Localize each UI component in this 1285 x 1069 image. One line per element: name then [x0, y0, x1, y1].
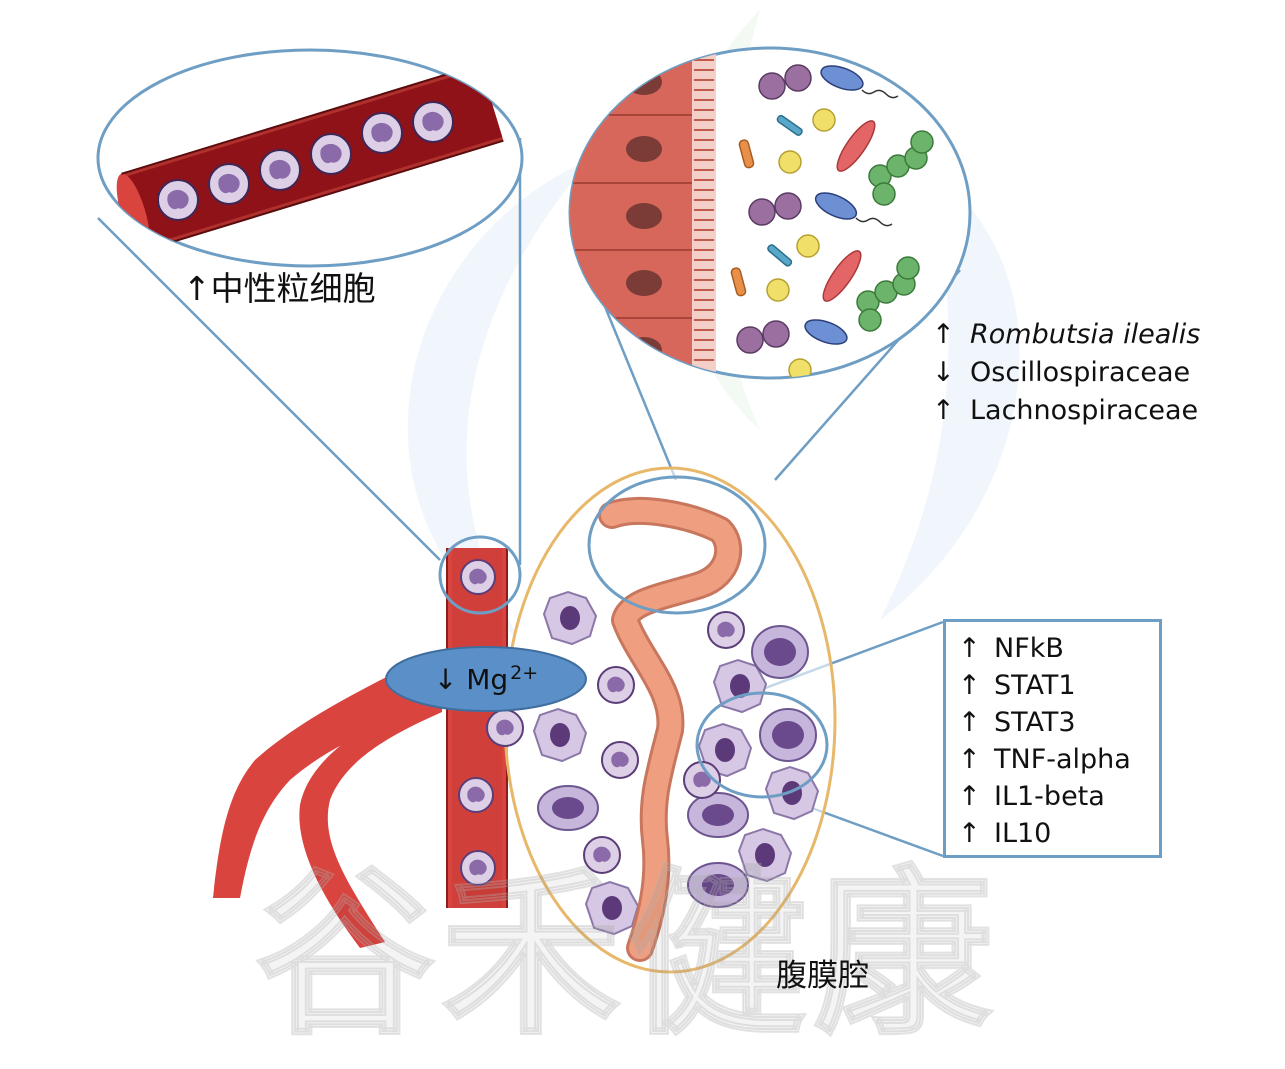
cytokine-name: STAT1: [994, 670, 1076, 701]
up-arrow-icon: ↑: [958, 818, 981, 849]
cytokine-name: TNF-alpha: [994, 744, 1131, 775]
cytokine-name: STAT3: [994, 707, 1076, 738]
magnesium-prefix: ↓ Mg: [433, 662, 509, 696]
gut-zoom-circle: [587, 475, 767, 615]
cytokine-item: ↑ IL10: [958, 815, 1159, 852]
cytokine-name: NFkB: [994, 633, 1064, 664]
cytokine-item: ↑ TNF-alpha: [958, 741, 1159, 778]
cytokine-item: ↑ IL1-beta: [958, 778, 1159, 815]
up-arrow-icon: ↑: [958, 633, 981, 664]
microbiota-item: ↑ Lachnospiraceae: [932, 392, 1200, 430]
vessel-zoom-circle: [438, 535, 522, 615]
bacteria: [730, 64, 934, 378]
cytokine-item: ↑ STAT3: [958, 704, 1159, 741]
cytokine-item: ↑ NFkB: [958, 630, 1159, 667]
cytokine-item: ↑ STAT1: [958, 667, 1159, 704]
zoomed-neutrophils: [157, 101, 454, 221]
diagram-canvas: [96, 10, 1020, 974]
microbiota-changes-list: ↑ Rombutsia ilealis ↓ Oscillospiraceae ↑ La…: [932, 316, 1200, 430]
cytokine-name: IL1-beta: [994, 781, 1105, 812]
magnesium-charge: 2+: [510, 662, 539, 684]
cytokine-name: IL10: [994, 818, 1052, 849]
taxon-name: Lachnospiraceae: [970, 395, 1199, 426]
up-arrow-icon: ↑: [958, 670, 981, 701]
cavity-immune-cells: [486, 590, 820, 936]
up-arrow-icon: ↑: [958, 707, 981, 738]
watermark-text: 谷禾健康: [254, 850, 1000, 1061]
up-arrow-icon: ↑: [932, 395, 955, 426]
peritoneal-cavity-label: 腹膜腔: [776, 958, 869, 994]
taxon-name: Rombutsia ilealis: [970, 319, 1201, 350]
gut-microbiota-zoom-panel: [568, 46, 972, 380]
neutrophil-label: ↑中性粒细胞: [183, 269, 376, 308]
cytokine-box: ↑ NFkB ↑ STAT1 ↑ STAT3 ↑ TNF-alpha ↑ IL1-beta…: [943, 619, 1162, 858]
microbiota-item: ↑ Rombutsia ilealis: [932, 316, 1200, 354]
neutrophil-zoom-panel: [96, 48, 524, 268]
down-arrow-icon: ↓: [932, 357, 955, 388]
cell-zoom-circle: [695, 691, 829, 799]
up-arrow-icon: ↑: [958, 744, 981, 775]
taxon-name: Oscillospiraceae: [970, 357, 1191, 388]
intestine: [598, 496, 743, 962]
vessel-neutrophils: [458, 559, 496, 886]
up-arrow-icon: ↑: [932, 319, 955, 350]
up-arrow-icon: ↑: [958, 781, 981, 812]
microbiota-item: ↓ Oscillospiraceae: [932, 354, 1200, 392]
magnesium-ellipse: [385, 646, 587, 712]
